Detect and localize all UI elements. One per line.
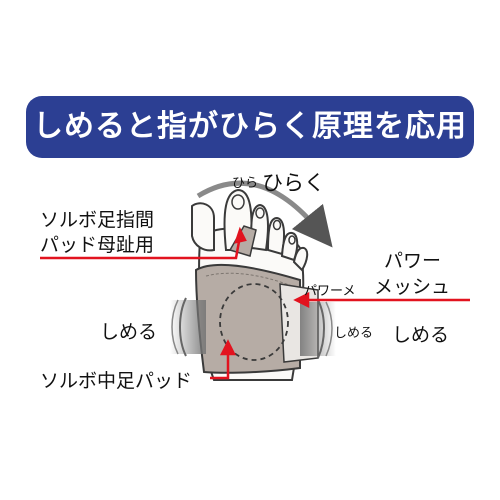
toe-nails [231,194,296,245]
third-toe [266,216,286,256]
toe-pad-label-line2: パッド母趾用 [40,234,155,256]
midfoot-pad-label: ソルボ中足パッド [40,370,193,392]
power-mesh-label-line2: メッシュ [374,276,451,298]
banner-title: しめると指がひらく原理を応用 [33,109,467,144]
toe-pad-label-line1: ソルボ足指間 [40,209,155,231]
power-mesh-on-foot-label: パワーメ [304,284,356,299]
tighten-on-foot-label: しめる [334,326,374,341]
tighten-right-label: しめる [392,324,450,346]
tighten-left-label: しめる [100,321,158,343]
midfoot-pad-outline [219,283,289,361]
open-label: ひらく [262,171,325,195]
tighten-motion-right [300,299,336,359]
open-label-small: ひら [232,176,259,191]
spread-arrow [196,180,333,248]
pad-side-view [191,202,215,252]
power-mesh-label-line1: パワー [384,250,442,272]
midfoot-pad-leader [210,350,230,380]
toe-pad-leader [40,235,242,260]
fifth-toe [292,246,309,272]
tighten-motion-left [170,297,206,357]
second-toe [250,203,269,252]
leader-lines [40,226,470,380]
title-banner: しめると指がひらく原理を応用 [26,96,474,158]
